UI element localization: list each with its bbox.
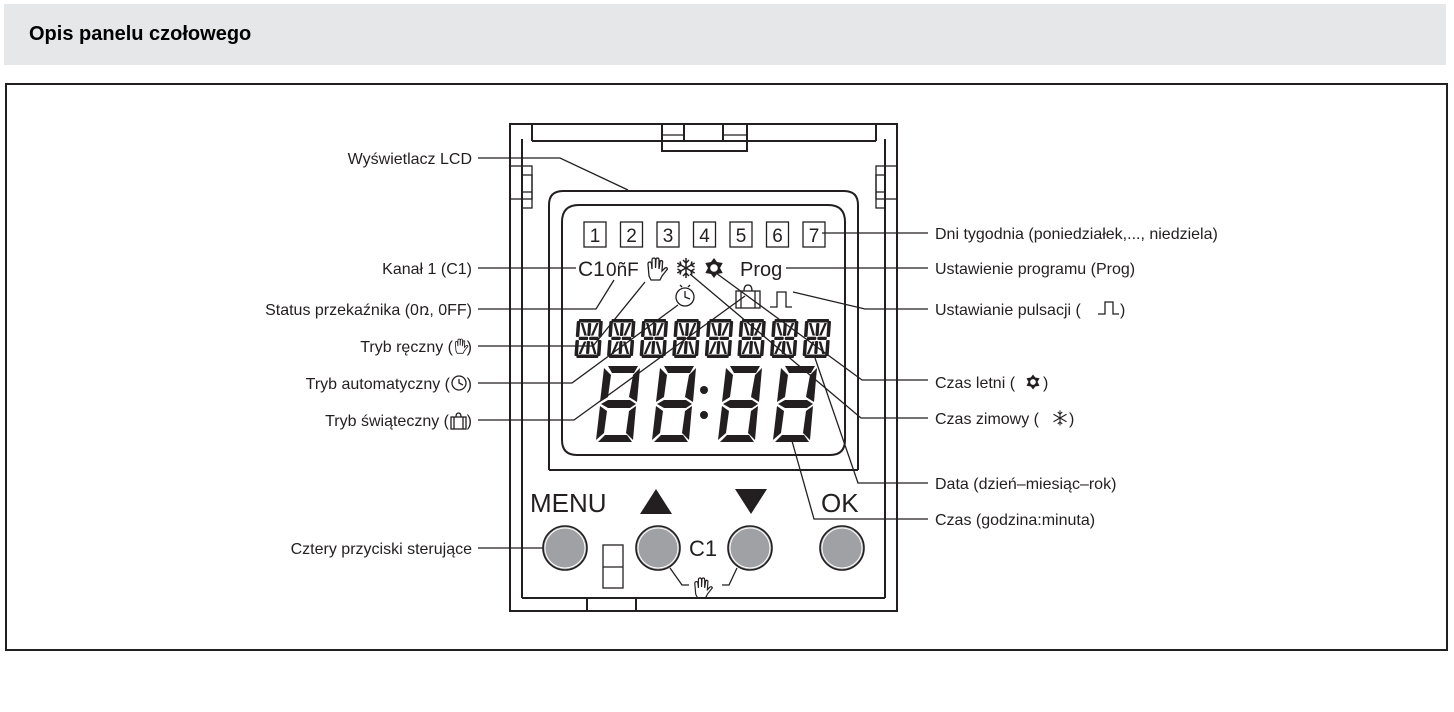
- time-colon-dot: [700, 411, 708, 419]
- date-segment-digit: [704, 319, 734, 358]
- label-weekdays: Dni tygodnia (poniedziałek,..., niedziel…: [935, 226, 1218, 243]
- time-7-segment-display: [596, 366, 817, 442]
- label-close-paren: ): [467, 376, 472, 393]
- holiday-mode-suitcase-icon: [735, 284, 761, 309]
- triangle-up-icon: [640, 489, 672, 514]
- label-pulse-setting: Ustawianie pulsacji (: [935, 302, 1082, 319]
- weekday-indicator: 4: [692, 221, 717, 248]
- weekday-indicator: 1: [583, 221, 607, 248]
- weekday-number: 2: [626, 226, 637, 247]
- label-channel-1: Kanał 1 (C1): [382, 261, 472, 278]
- time-colon-dot: [700, 386, 708, 394]
- weekday-number: 7: [809, 226, 820, 247]
- date-14-segment-display: [574, 319, 832, 358]
- label-close-paren: ): [1043, 375, 1048, 392]
- weekday-number: 1: [590, 226, 601, 247]
- leader-lines-left: [478, 157, 746, 549]
- summer-time-sun-icon: [1026, 374, 1040, 390]
- summer-time-sun-icon: [705, 258, 723, 278]
- winter-time-snowflake-icon: [676, 258, 696, 278]
- auto-mode-clock-icon: [675, 284, 695, 307]
- auto-mode-clock-icon: [451, 375, 467, 391]
- program-indicator: Prog: [740, 259, 782, 281]
- label-close-paren: ): [467, 413, 472, 430]
- date-segment-digit: [769, 319, 799, 358]
- ok-button[interactable]: [819, 525, 865, 571]
- weekday-number: 6: [772, 226, 783, 247]
- menu-button-label: MENU: [530, 488, 607, 518]
- label-time: Czas (godzina:minuta): [935, 512, 1095, 529]
- section-header: Opis panelu czołowego: [4, 4, 1446, 65]
- label-summer-time: Czas letni (: [935, 375, 1016, 392]
- weekday-indicator: 6: [765, 221, 790, 248]
- label-auto-mode: Tryb automatyczny (: [306, 376, 451, 393]
- up-button[interactable]: [635, 525, 681, 571]
- date-segment-digit: [802, 319, 832, 358]
- weekday-number: 5: [736, 226, 747, 247]
- label-control-buttons: Cztery przyciski sterujące: [291, 541, 472, 558]
- manual-mode-hand-icon: [647, 257, 669, 281]
- weekday-indicator: 3: [656, 221, 680, 248]
- status-led-window: [602, 544, 624, 589]
- ok-button-label: OK: [821, 488, 859, 518]
- label-close-paren: ): [1120, 302, 1125, 319]
- relay-status-indicator: 0ñF: [606, 260, 639, 281]
- label-winter-time: Czas zimowy (: [935, 411, 1040, 428]
- triangle-down-icon: [735, 489, 767, 514]
- time-segment-digit: [773, 366, 817, 442]
- pulse-setting-icon: [770, 291, 792, 308]
- weekday-number: 4: [699, 226, 710, 247]
- manual-mode-hand-icon: [454, 338, 469, 354]
- section-title: Opis panelu czołowego: [29, 23, 252, 45]
- time-segment-digit: [652, 366, 696, 442]
- menu-button[interactable]: [542, 525, 588, 571]
- weekday-indicator: 2: [619, 221, 644, 248]
- weekday-number: 3: [663, 226, 674, 247]
- label-manual-mode: Tryb ręczny (: [360, 339, 453, 356]
- channel-indicator: C1: [578, 258, 605, 281]
- label-relay-status: Status przekaźnika (0ռ, 0FF): [265, 302, 472, 319]
- down-button[interactable]: [727, 525, 773, 571]
- date-segment-digit: [737, 319, 766, 358]
- lcd-display: [548, 190, 859, 471]
- label-close-paren: ): [467, 339, 472, 356]
- date-segment-digit: [606, 319, 636, 358]
- label-date: Data (dzień–miesiąc–rok): [935, 476, 1116, 493]
- winter-time-snowflake-icon: [1053, 410, 1067, 426]
- label-program-setting: Ustawienie programu (Prog): [935, 261, 1135, 278]
- diagram-frame: [5, 83, 1448, 651]
- channel-button-label: C1: [689, 536, 717, 561]
- weekday-indicator: 5: [729, 221, 753, 248]
- label-close-paren: ): [1069, 411, 1074, 428]
- leader-lines-right: [689, 232, 928, 520]
- date-segment-digit: [639, 319, 669, 358]
- weekday-indicators: 1 2 3 4 5 6 7: [583, 221, 826, 248]
- weekday-indicator: 7: [802, 221, 826, 248]
- pulse-icon: [1098, 301, 1119, 315]
- manual-override-hand-icon: [694, 577, 713, 599]
- time-segment-digit: [718, 366, 762, 442]
- label-lcd-display: Wyświetlacz LCD: [348, 151, 472, 168]
- holiday-mode-suitcase-icon: [450, 412, 467, 430]
- label-holiday-mode: Tryb świąteczny (: [325, 413, 450, 430]
